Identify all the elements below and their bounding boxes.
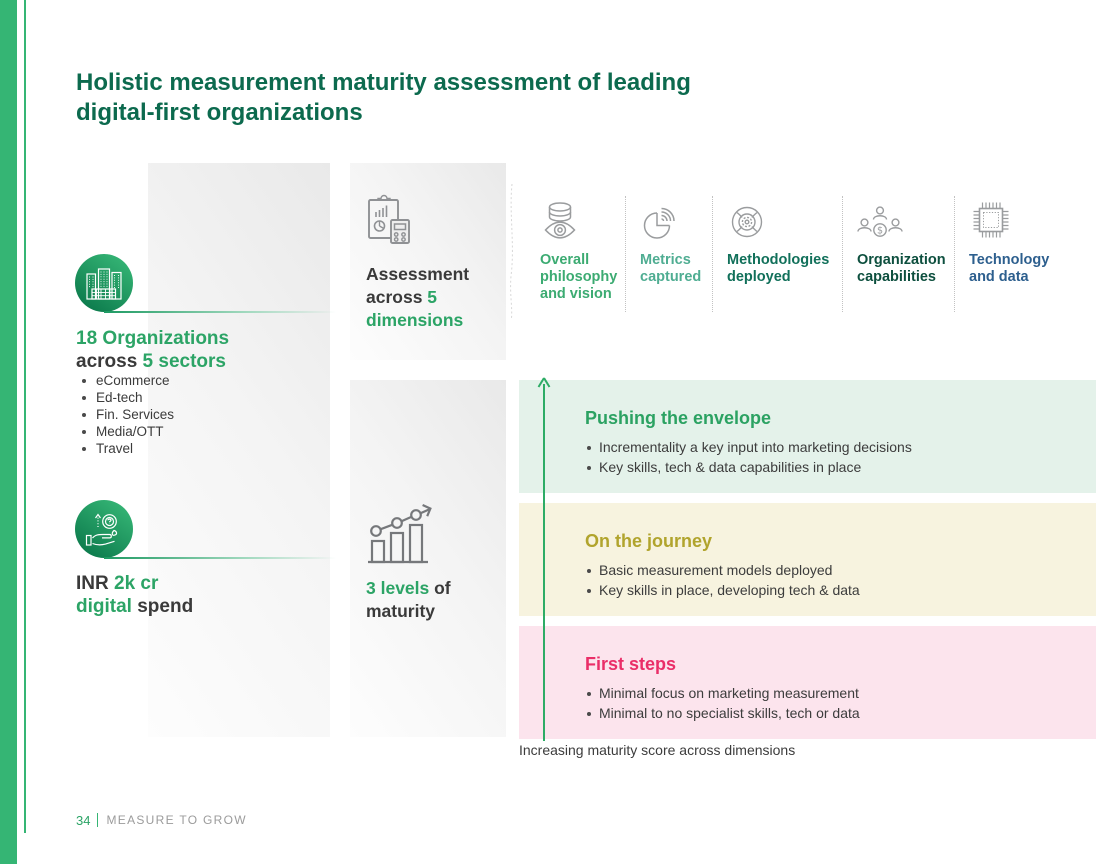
maturity-band-pushing-the-envelope: Pushing the envelope Incrementality a ke… <box>519 380 1096 493</box>
maturity-band-first-steps: First steps Minimal focus on marketing m… <box>519 626 1096 739</box>
spend-amount: 2k cr <box>114 573 159 594</box>
dimension-overall-philosophy: Overall philosophy and vision <box>525 196 625 312</box>
divider-curve <box>510 184 513 318</box>
assessment-icon-wrap <box>366 192 412 248</box>
organizations-underline <box>104 311 336 313</box>
dimensions-row: Overall philosophy and vision Metrics ca… <box>525 196 1095 312</box>
assessment-panel <box>350 163 506 360</box>
dimension-metrics-captured: Metrics captured <box>625 196 712 312</box>
buildings-icon <box>86 267 122 300</box>
band-heading: On the journey <box>585 531 713 551</box>
maturity-caption: Increasing maturity score across dimensi… <box>519 742 796 758</box>
band-bullet: Key skills, tech & data capabilities in … <box>585 458 1076 478</box>
band-heading: First steps <box>585 654 677 674</box>
maturity-panel <box>350 380 506 737</box>
spend-heading: INR 2k cr digital spend <box>76 573 194 617</box>
sector-item: Ed-tech <box>80 389 174 406</box>
people-dollar-icon: $ <box>857 206 903 237</box>
dimension-organization: $ Organization capabilities <box>842 196 954 312</box>
spend-underline <box>104 557 336 559</box>
band-bullet: Incrementality a key input into marketin… <box>585 438 1076 458</box>
organizations-heading: 18 Organizations across 5 sectors <box>76 328 230 372</box>
maturity-label: 3 levels of maturity <box>366 578 451 621</box>
dimension-label: Methodologies deployed <box>727 252 830 285</box>
sectors-count: 5 sectors <box>142 351 226 372</box>
band-bullet: Basic measurement models deployed <box>585 561 1076 581</box>
left-accent-bar <box>0 0 17 864</box>
band-bullet: Key skills in place, developing tech & d… <box>585 581 1076 601</box>
sector-item: Travel <box>80 440 174 457</box>
band-bullet: Minimal to no specialist skills, tech or… <box>585 704 1076 724</box>
dimension-label: Metrics captured <box>640 252 702 285</box>
page-footer: 34 MEASURE TO GROW <box>76 811 247 829</box>
left-stats-panel <box>148 163 330 737</box>
spend-badge <box>75 500 133 558</box>
hand-coin-icon <box>85 513 118 546</box>
organizations-count: 18 Organizations <box>76 328 230 349</box>
pie-chart-icon <box>643 207 675 239</box>
footer-divider <box>97 813 99 827</box>
sector-item: Media/OTT <box>80 423 174 440</box>
shutter-gear-icon <box>731 206 763 238</box>
dimension-label: Organization capabilities <box>857 252 946 285</box>
page-title: Holistic measurement maturity assessment… <box>76 68 856 128</box>
chip-icon <box>973 202 1009 238</box>
maturity-icon-wrap <box>366 501 434 565</box>
svg-text:$: $ <box>877 226 883 237</box>
band-bullet: Minimal focus on marketing measurement <box>585 684 1076 704</box>
maturity-arrow-up-icon <box>537 377 551 741</box>
growth-chart-icon <box>368 504 432 564</box>
dimension-label: Technology and data <box>969 252 1050 285</box>
page-title-line2: digital-first organizations <box>76 99 363 126</box>
dimension-methodologies: Methodologies deployed <box>712 196 842 312</box>
page-title-line1: Holistic measurement maturity assessment… <box>76 69 691 96</box>
band-heading: Pushing the envelope <box>585 408 772 428</box>
organizations-badge <box>75 254 133 312</box>
sector-list: eCommerce Ed-tech Fin. Services Media/OT… <box>80 372 174 457</box>
dimension-label: Overall philosophy and vision <box>540 252 618 302</box>
sector-item: eCommerce <box>80 372 174 389</box>
clipboard-calculator-icon <box>368 194 410 244</box>
band-bullets: Incrementality a key input into marketin… <box>585 438 1076 477</box>
data-vision-icon <box>544 202 576 239</box>
maturity-band-on-the-journey: On the journey Basic measurement models … <box>519 503 1096 616</box>
footer-label: MEASURE TO GROW <box>106 813 247 827</box>
dimension-technology: Technology and data <box>954 196 1095 312</box>
dimensions-count: 5 <box>427 287 438 307</box>
band-bullets: Basic measurement models deployed Key sk… <box>585 561 1076 600</box>
band-bullets: Minimal focus on marketing measurement M… <box>585 684 1076 723</box>
assessment-label: Assessment across 5 dimensions <box>366 264 470 330</box>
sector-item: Fin. Services <box>80 406 174 423</box>
left-accent-line <box>24 0 26 833</box>
levels-count: 3 levels <box>366 578 430 598</box>
page-number: 34 <box>76 812 91 828</box>
